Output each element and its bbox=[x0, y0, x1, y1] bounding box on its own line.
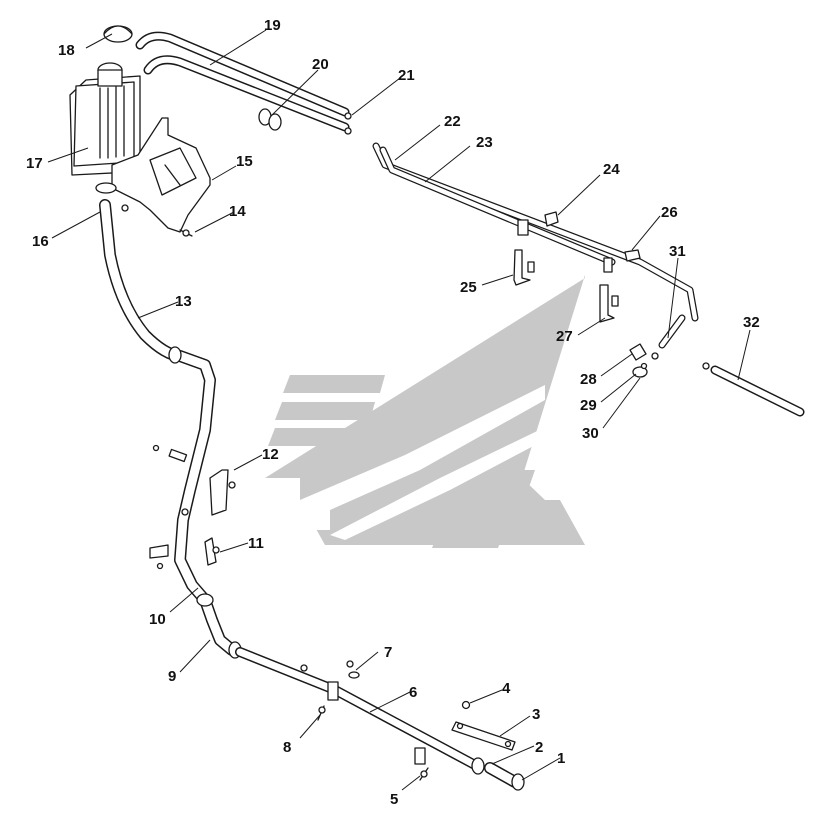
callout-24: 24 bbox=[603, 161, 620, 178]
straight-pipe-32 bbox=[702, 362, 805, 417]
callout-3: 3 bbox=[532, 706, 540, 723]
callout-9: 9 bbox=[168, 668, 176, 685]
reservoir-cap bbox=[103, 25, 133, 43]
callout-10: 10 bbox=[149, 611, 166, 628]
callout-15: 15 bbox=[236, 153, 253, 170]
strap-3 bbox=[451, 721, 516, 751]
callout-13: 13 bbox=[175, 293, 192, 310]
callout-18: 18 bbox=[58, 42, 75, 59]
lower-pipe-6 bbox=[235, 647, 480, 770]
hose-13 bbox=[99, 199, 242, 659]
bracket-12 bbox=[181, 469, 236, 516]
bracket-27 bbox=[599, 284, 619, 323]
watermark-logo bbox=[265, 275, 585, 548]
hose-end-1 bbox=[484, 762, 525, 791]
hose-clamp-16 bbox=[95, 182, 129, 212]
callout-12: 12 bbox=[262, 446, 279, 463]
callout-2: 2 bbox=[535, 739, 543, 756]
coolant-reservoir-tank bbox=[69, 62, 141, 176]
callout-28: 28 bbox=[580, 371, 597, 388]
nut-washer-7 bbox=[300, 660, 360, 679]
fitting-28 bbox=[629, 343, 647, 361]
callout-25: 25 bbox=[460, 279, 477, 296]
bolt-8 bbox=[317, 705, 326, 721]
callout-14: 14 bbox=[229, 203, 246, 220]
clip-10 bbox=[149, 544, 169, 570]
callout-27: 27 bbox=[556, 328, 573, 345]
bolt-14 bbox=[179, 229, 193, 237]
callout-16: 16 bbox=[32, 233, 49, 250]
callout-6: 6 bbox=[409, 684, 417, 701]
callout-26: 26 bbox=[661, 204, 678, 221]
tank-mounting-bracket bbox=[111, 117, 211, 233]
callout-17: 17 bbox=[26, 155, 43, 172]
callout-19: 19 bbox=[264, 17, 281, 34]
clip-11 bbox=[204, 537, 220, 566]
callout-22: 22 bbox=[444, 113, 461, 130]
callout-20: 20 bbox=[312, 56, 329, 73]
callout-7: 7 bbox=[384, 644, 392, 661]
overflow-tubes bbox=[135, 31, 352, 135]
callout-21: 21 bbox=[398, 67, 415, 84]
callout-8: 8 bbox=[283, 739, 291, 756]
callout-11: 11 bbox=[248, 535, 264, 552]
clamp-bolt-group bbox=[152, 444, 188, 463]
callout-4: 4 bbox=[502, 680, 511, 697]
callout-5: 5 bbox=[390, 791, 398, 808]
callout-29: 29 bbox=[580, 397, 597, 414]
callout-23: 23 bbox=[476, 134, 493, 151]
callout-30: 30 bbox=[582, 425, 599, 442]
fitting-30 bbox=[640, 362, 648, 370]
callout-labels: 1 2 3 4 5 6 7 8 9 10 11 12 13 14 15 16 1… bbox=[26, 17, 760, 808]
nut-4 bbox=[461, 700, 471, 710]
bolt-5 bbox=[419, 767, 429, 781]
hose-clamp-2 bbox=[471, 757, 485, 775]
callout-31: 31 bbox=[669, 243, 686, 260]
callout-32: 32 bbox=[743, 314, 760, 331]
pipe-clip-24 bbox=[517, 211, 559, 236]
pipe-clip-26 bbox=[603, 249, 641, 273]
short-pipe-31 bbox=[651, 314, 686, 360]
long-coolant-pipe bbox=[372, 142, 699, 322]
leader-lines bbox=[47, 29, 751, 791]
callout-1: 1 bbox=[557, 750, 565, 767]
bracket-25 bbox=[513, 249, 535, 286]
fitting-29 bbox=[632, 366, 648, 378]
